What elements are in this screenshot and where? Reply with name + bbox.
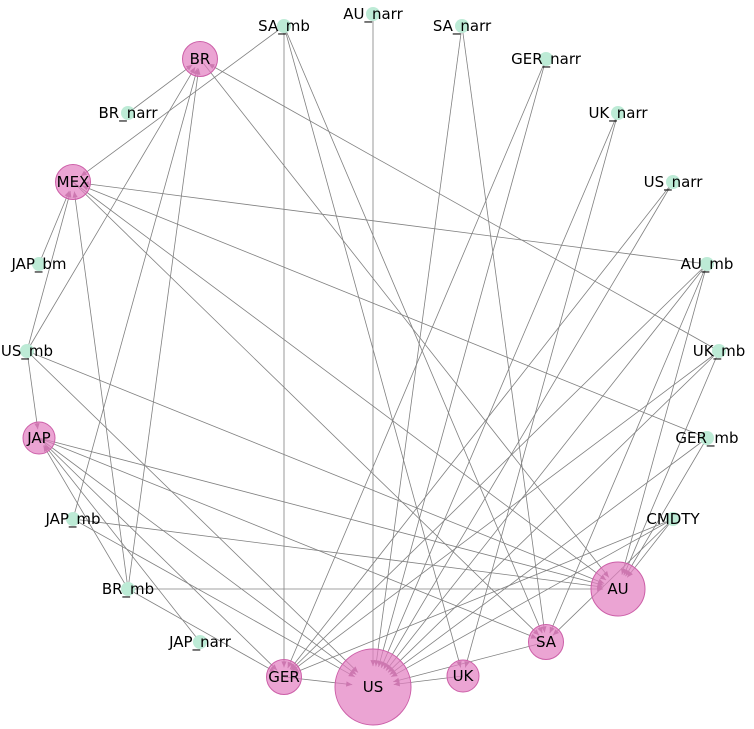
node-label-SA: SA — [536, 633, 557, 651]
edge-CMDTY-to-GER — [292, 518, 674, 674]
edge-UK_mb-to-AU — [623, 350, 720, 576]
node-label-BR_narr: BR_narr — [99, 104, 159, 123]
node-JAP_bm[interactable] — [32, 257, 46, 271]
node-label-UK_narr: UK_narr — [588, 104, 648, 123]
nodes-layer — [20, 7, 726, 726]
node-US[interactable] — [334, 648, 412, 726]
node-UK_narr[interactable] — [611, 106, 625, 120]
edge-JAP-to-GER — [38, 437, 278, 671]
node-label-US: US — [363, 678, 384, 696]
edges-layer — [26, 14, 720, 687]
edge-UK_mb-to-US — [387, 350, 720, 673]
edge-JAP-to-US — [38, 437, 357, 675]
edge-BR_mb-to-MEX — [73, 191, 129, 590]
edge-US_mb-to-US — [26, 350, 359, 673]
node-AU_narr[interactable] — [366, 7, 380, 21]
edge-UK_narr-to-US — [380, 112, 619, 668]
node-label-JAP_bm: JAP_bm — [10, 255, 66, 274]
node-label-JAP_narr: JAP_narr — [168, 633, 232, 652]
labels-layer: US AU SA GER UK BR MEX JAP SA_mb AU_narrSA_narrGE… — [1, 5, 745, 696]
edge-US_mb-to-JAP — [26, 350, 39, 430]
edge-SA_mb-to-MEX — [80, 25, 285, 177]
node-UK_mb[interactable] — [712, 344, 726, 358]
node-JAP[interactable] — [22, 421, 56, 455]
node-AU[interactable] — [590, 561, 646, 617]
node-label-BR_mb: BR_mb — [102, 580, 154, 599]
node-label-UK_mb: UK_mb — [693, 342, 745, 361]
node-JAP_mb[interactable] — [66, 512, 80, 526]
edge-UK_mb-to-BR — [208, 63, 720, 352]
node-JAP_narr[interactable] — [193, 635, 207, 649]
node-MEX[interactable] — [55, 164, 91, 200]
node-label-JAP: JAP — [26, 429, 50, 447]
edge-GER_narr-to-US — [378, 58, 547, 667]
edge-GER_mb-to-MEX — [81, 185, 708, 439]
node-SA_narr[interactable] — [455, 19, 469, 33]
edge-JAP-to-SA — [38, 437, 538, 639]
edge-AU_mb-to-GER — [290, 263, 708, 671]
node-label-CMDTY: CMDTY — [646, 510, 700, 528]
edge-US_mb-to-BR — [26, 67, 196, 352]
node-label-GER_narr: GER_narr — [511, 50, 582, 69]
edge-JAP_mb-to-BR — [72, 68, 198, 520]
edge-GER_mb-to-US — [389, 437, 708, 675]
edge-AU_mb-to-US — [385, 263, 708, 671]
node-AU_mb[interactable] — [700, 257, 714, 271]
edge-BR_mb-to-GER — [127, 588, 276, 673]
node-GER[interactable] — [266, 659, 302, 695]
node-BR_narr[interactable] — [121, 106, 135, 120]
edge-AU_mb-to-AU — [621, 263, 708, 575]
edge-MEX-to-AU — [72, 181, 607, 581]
edge-GER_narr-to-GER — [287, 58, 547, 669]
edge-US_narr-to-GER — [289, 181, 674, 670]
edge-AU_mb-to-SA — [549, 263, 708, 634]
node-label-MEX: MEX — [57, 173, 90, 191]
edge-JAP_mb-to-US — [72, 518, 355, 678]
node-US_narr[interactable] — [666, 175, 680, 189]
edge-UK_narr-to-UK — [464, 112, 619, 668]
node-label-GER: GER — [268, 668, 300, 686]
node-label-US_mb: US_mb — [1, 342, 53, 361]
edge-JAP_narr-to-JAP — [44, 444, 201, 643]
edge-US_narr-to-US — [383, 181, 674, 670]
node-label-SA_narr: SA_narr — [433, 17, 492, 36]
node-label-BR: BR — [190, 50, 211, 68]
edge-JAP_mb-to-AU — [72, 518, 604, 588]
node-label-SA_mb: SA_mb — [258, 17, 310, 36]
node-CMDTY[interactable] — [666, 512, 680, 526]
edge-US_mb-to-AU — [26, 350, 605, 584]
edge-BR_narr-to-BR — [127, 64, 193, 114]
node-label-UK: UK — [453, 667, 475, 685]
node-BR[interactable] — [182, 41, 218, 77]
edge-BR_mb-to-JAP — [43, 445, 129, 590]
edge-UK_mb-to-GER — [291, 350, 720, 672]
edge-BR_mb-to-BR — [127, 68, 200, 590]
node-SA[interactable] — [528, 624, 564, 660]
node-label-US_narr: US_narr — [644, 173, 704, 192]
node-label-AU_narr: AU_narr — [343, 5, 403, 24]
edge-GER_mb-to-AU — [625, 437, 708, 577]
node-BR_mb[interactable] — [121, 582, 135, 596]
node-US_mb[interactable] — [20, 344, 34, 358]
edge-AU_mb-to-MEX — [82, 182, 708, 265]
node-label-JAP_mb: JAP_mb — [44, 510, 100, 529]
edge-SA_narr-to-SA — [461, 25, 546, 633]
node-GER_mb[interactable] — [700, 431, 714, 445]
node-label-AU: AU — [607, 580, 628, 598]
edge-CMDTY-to-US — [391, 518, 674, 678]
edge-MEX-to-SA — [72, 181, 540, 636]
node-SA_mb[interactable] — [277, 19, 291, 33]
edge-US_mb-to-MEX — [26, 191, 71, 352]
edge-SA_mb-to-UK — [283, 25, 462, 668]
edge-BR-to-AU — [199, 58, 610, 578]
edge-JAP-to-AU — [38, 437, 604, 586]
node-label-AU_mb: AU_mb — [681, 255, 734, 274]
node-UK[interactable] — [446, 659, 480, 693]
edge-JAP_bm-to-MEX — [38, 190, 70, 265]
edge-SA_narr-to-US — [375, 25, 463, 667]
node-GER_narr[interactable] — [539, 52, 553, 66]
node-label-GER_mb: GER_mb — [675, 429, 738, 448]
